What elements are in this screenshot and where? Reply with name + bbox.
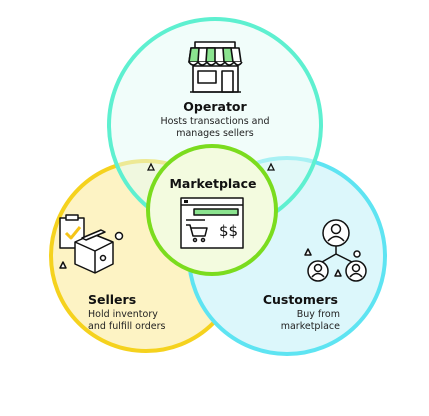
sellers-title: Sellers bbox=[88, 292, 136, 307]
marketplace-title: Marketplace bbox=[169, 176, 256, 191]
online-shop-screen-icon bbox=[180, 197, 244, 249]
sellers-desc-line1: Hold inventory bbox=[88, 309, 158, 320]
sparkle-decorations bbox=[146, 162, 276, 171]
storefront-icon bbox=[188, 41, 243, 93]
inventory-box-checklist-icon bbox=[59, 214, 124, 274]
price-symbol-text: $$ bbox=[219, 222, 238, 240]
customers-title: Customers bbox=[263, 292, 338, 307]
operator-desc-line1: Hosts transactions and bbox=[160, 116, 269, 127]
customers-desc-line1: Buy from bbox=[297, 309, 340, 320]
sellers-desc-line2: and fulfill orders bbox=[88, 321, 166, 332]
customer-network-icon bbox=[304, 219, 367, 282]
customers-desc-line2: marketplace bbox=[281, 321, 340, 332]
operator-desc-line2: manages sellers bbox=[176, 128, 254, 139]
operator-title: Operator bbox=[183, 99, 247, 114]
